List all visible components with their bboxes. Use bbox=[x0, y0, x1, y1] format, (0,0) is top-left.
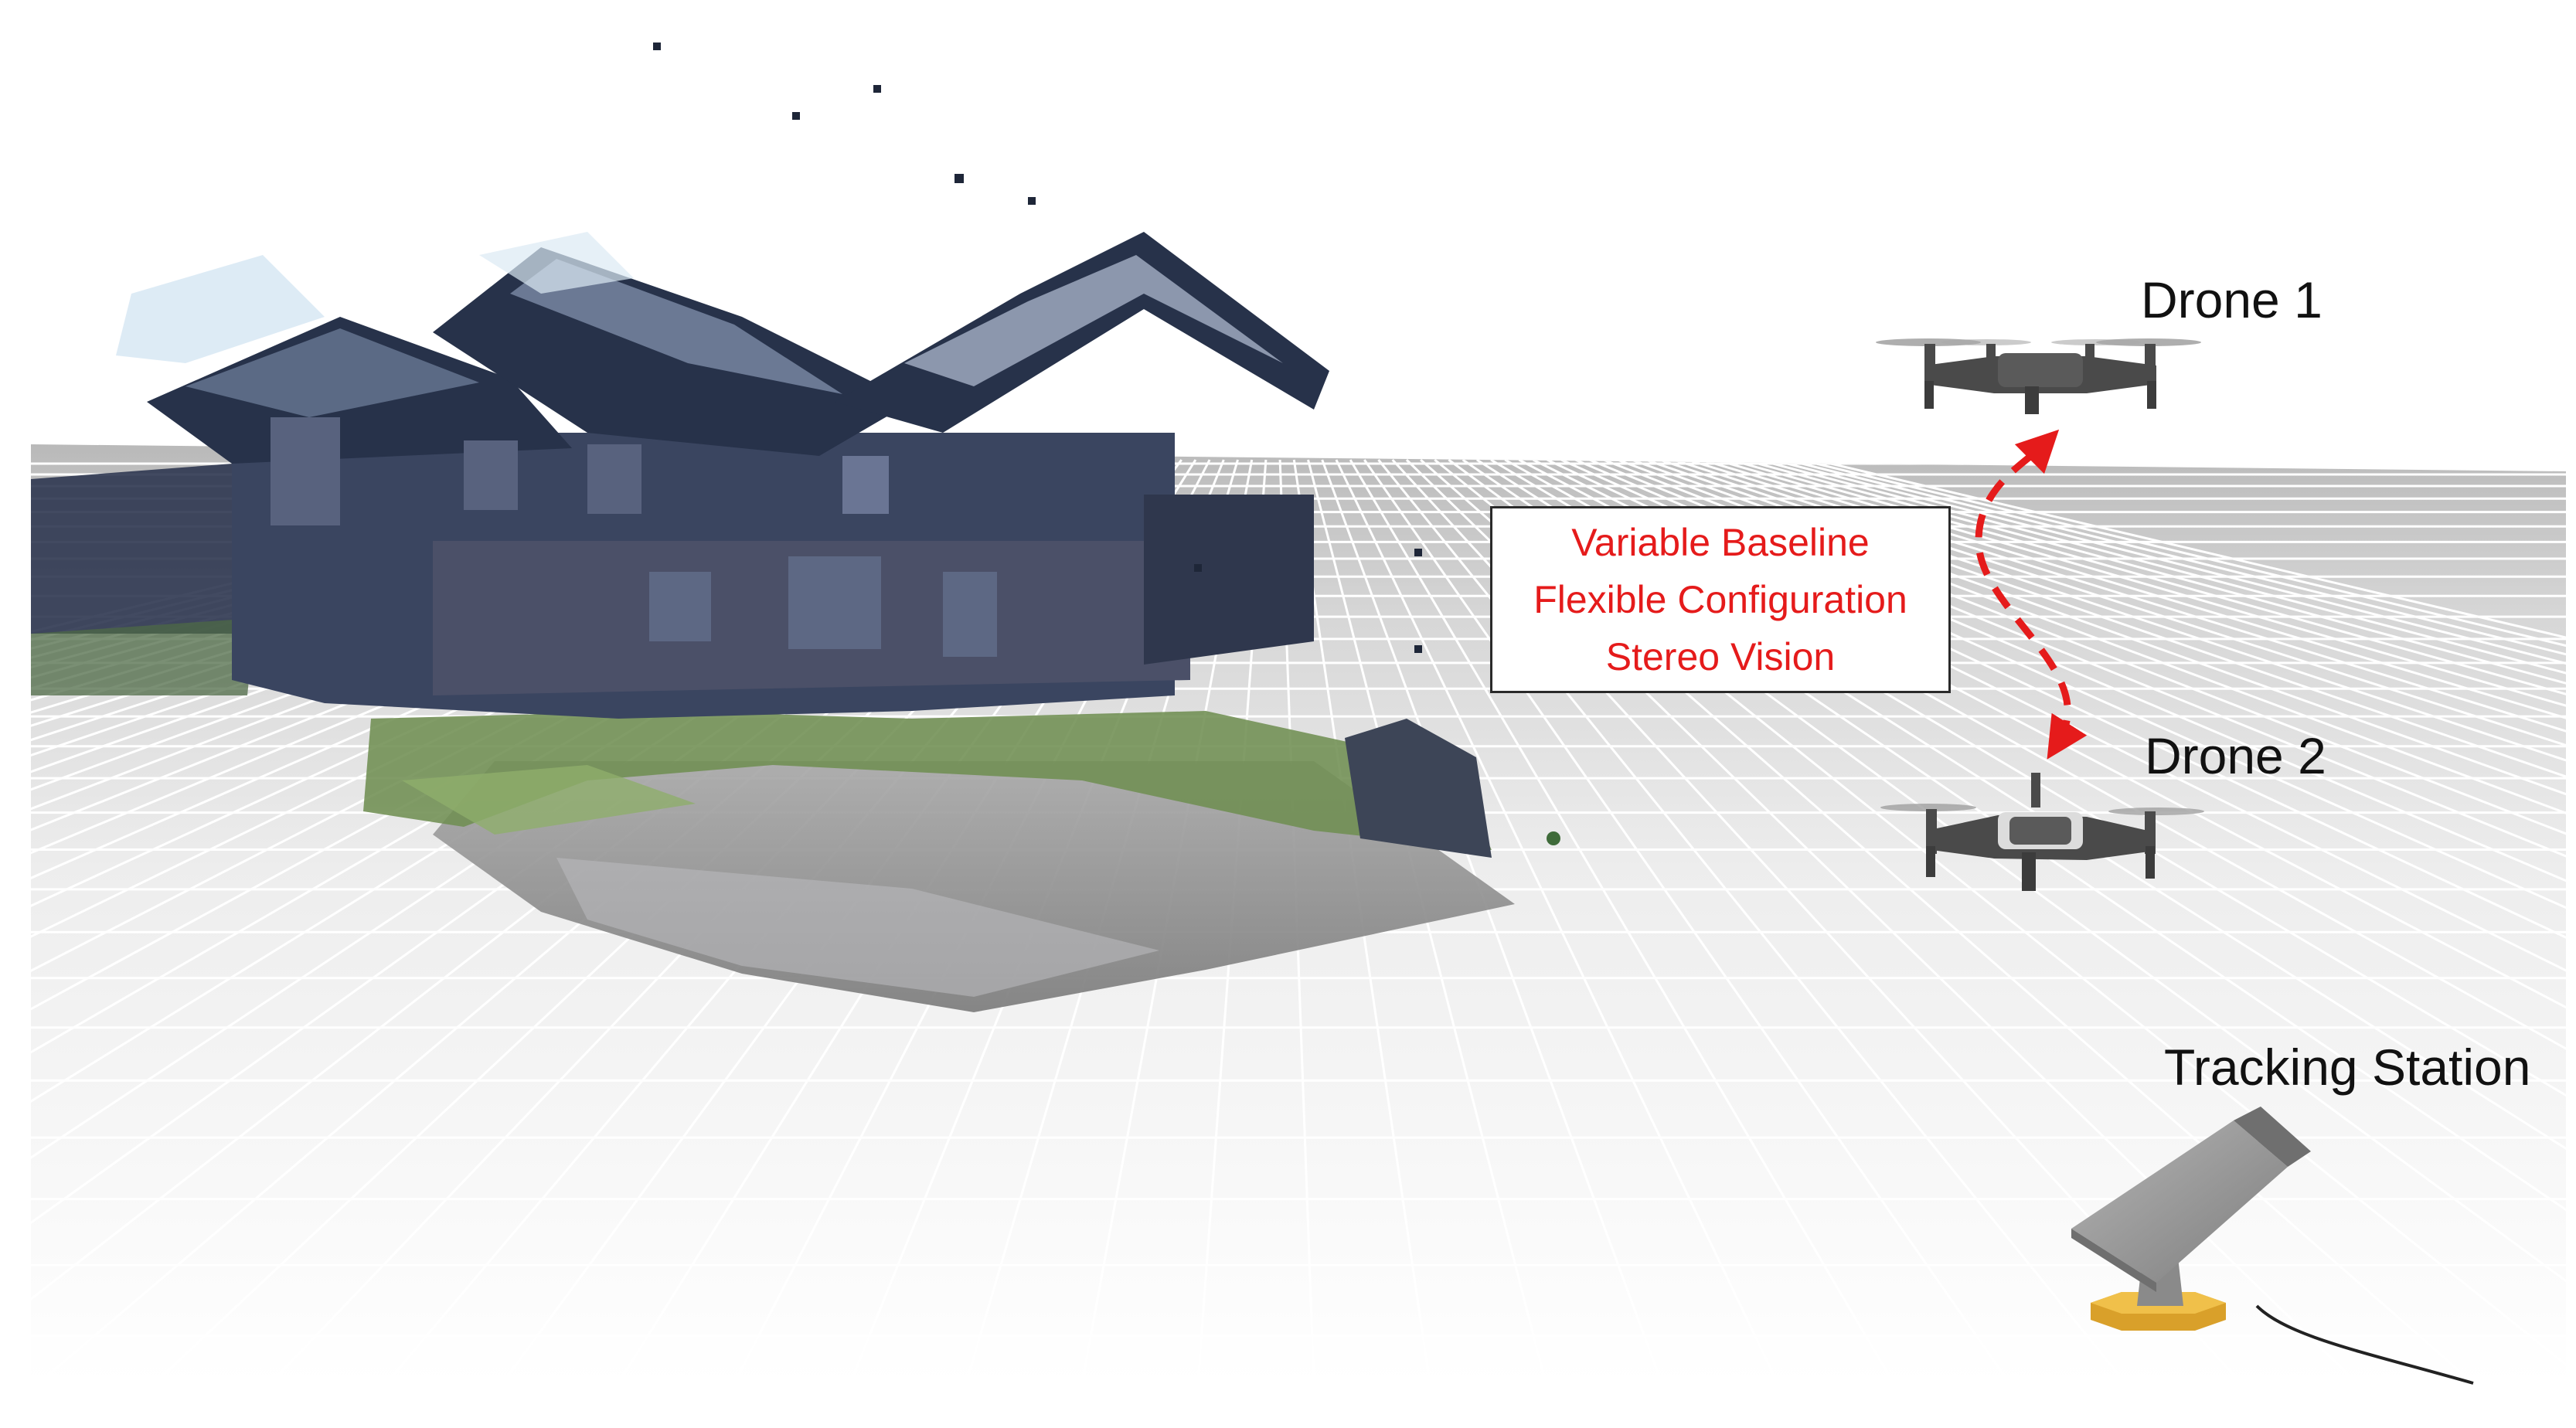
grid-line bbox=[1785, 458, 2566, 1383]
grid-line bbox=[1603, 458, 2566, 1383]
drone-1-label: Drone 1 bbox=[2141, 271, 2322, 328]
point-cloud-house bbox=[31, 42, 1560, 1012]
grid-line bbox=[1800, 458, 2566, 1383]
drone-1-icon bbox=[1876, 338, 2201, 414]
grid-line bbox=[1744, 458, 2566, 1383]
grid-line bbox=[1321, 459, 1663, 1383]
tracking-station-label: Tracking Station bbox=[2164, 1039, 2531, 1096]
grid-line bbox=[1645, 458, 2566, 1383]
grid-line bbox=[1673, 458, 2566, 1383]
grass bbox=[363, 711, 1492, 850]
tracking-station-icon bbox=[2071, 1107, 2474, 1385]
grid-line bbox=[1758, 458, 2566, 1383]
callout-line-2: Flexible Configuration bbox=[1533, 578, 1907, 621]
baseline-arrow bbox=[1975, 429, 2088, 760]
grid-line bbox=[1659, 458, 2566, 1383]
grid-line bbox=[1715, 458, 2566, 1383]
grid-line bbox=[1814, 458, 2566, 1383]
grid-line bbox=[1335, 459, 1779, 1383]
grid-line bbox=[1729, 458, 2566, 1383]
callout-line-3: Stereo Vision bbox=[1605, 635, 1836, 678]
drone-2-label: Drone 2 bbox=[2145, 727, 2326, 784]
grid-line bbox=[1349, 459, 1895, 1383]
drone-2-icon bbox=[1880, 773, 2204, 891]
callout-line-1: Variable Baseline bbox=[1571, 521, 1870, 564]
grid-line bbox=[1363, 459, 2011, 1383]
grid-line bbox=[1771, 458, 2566, 1383]
callout-box: Variable Baseline Flexible Configuration… bbox=[1490, 506, 1951, 693]
grid-line bbox=[1701, 458, 2566, 1383]
house-roof-right bbox=[835, 232, 1329, 433]
grid-line bbox=[1588, 458, 2566, 1383]
grid-line bbox=[1687, 458, 2566, 1383]
